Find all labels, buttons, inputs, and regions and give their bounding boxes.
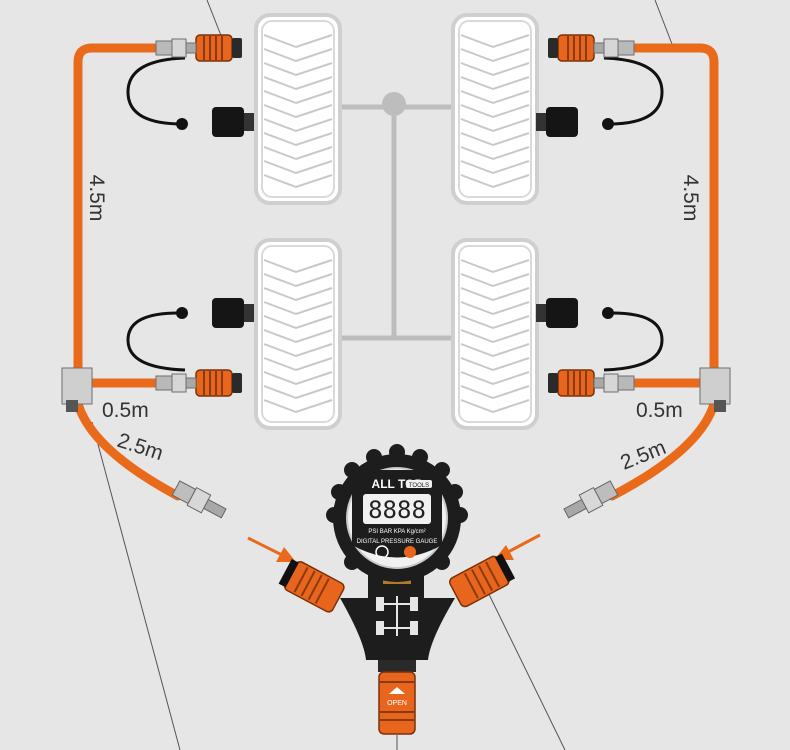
bulb-icon[interactable]: [375, 545, 389, 559]
axle-hub: [382, 92, 406, 116]
left-short-hose-length: 0.5m: [102, 399, 149, 422]
leader-lines: [91, 0, 673, 750]
chuck-lines: [126, 56, 664, 372]
tire-rear-left[interactable]: [254, 238, 342, 430]
chuck-ball-rr: [602, 307, 614, 319]
left-main-hose-length: 4.5m: [85, 175, 108, 222]
chuck-ball-fl: [176, 118, 188, 130]
tire-front-left[interactable]: [254, 13, 342, 205]
valve-open-label: OPEN: [387, 700, 407, 707]
coupler-rear-right[interactable]: [547, 369, 595, 397]
right-feed-hose: [607, 399, 719, 501]
left-tee-fitting: [61, 367, 93, 412]
tire-rear-right[interactable]: [451, 238, 539, 430]
right-feed-plug: [563, 480, 619, 519]
gauge-units: PSI BAR KPA Kg/cm²: [368, 529, 425, 535]
manifold-coupler-right[interactable]: [448, 552, 516, 608]
power-icon[interactable]: [404, 546, 416, 558]
tire-front-right[interactable]: [451, 13, 539, 205]
chassis-icon: [376, 596, 418, 636]
lcd-reading: 8888: [368, 496, 426, 524]
right-tee-fitting: [699, 367, 731, 412]
manifold-coupler-left[interactable]: [278, 557, 346, 613]
gauge-model-badge: [406, 480, 432, 488]
right-main-hose-length: 4.5m: [679, 175, 702, 222]
left-feed-hose: [73, 399, 183, 501]
chuck-ball-rl: [176, 307, 188, 319]
coupler-front-right[interactable]: [547, 34, 595, 62]
bottom-inlet-coupler[interactable]: OPEN: [378, 660, 416, 735]
coupler-front-left[interactable]: [195, 34, 243, 62]
left-feed-plug: [171, 480, 227, 519]
coupler-rear-left[interactable]: [195, 369, 243, 397]
chuck-ball-fr: [602, 118, 614, 130]
left-main-hose: [73, 43, 165, 383]
gauge-caption: DIGITAL PRESSURE GAUGE: [357, 539, 438, 545]
right-short-hose-length: 0.5m: [636, 399, 683, 422]
lcd-panel: [363, 494, 431, 524]
right-main-hose: [625, 43, 719, 383]
gauge-model: TOOLS: [409, 483, 429, 489]
air-hoses: [73, 43, 719, 501]
